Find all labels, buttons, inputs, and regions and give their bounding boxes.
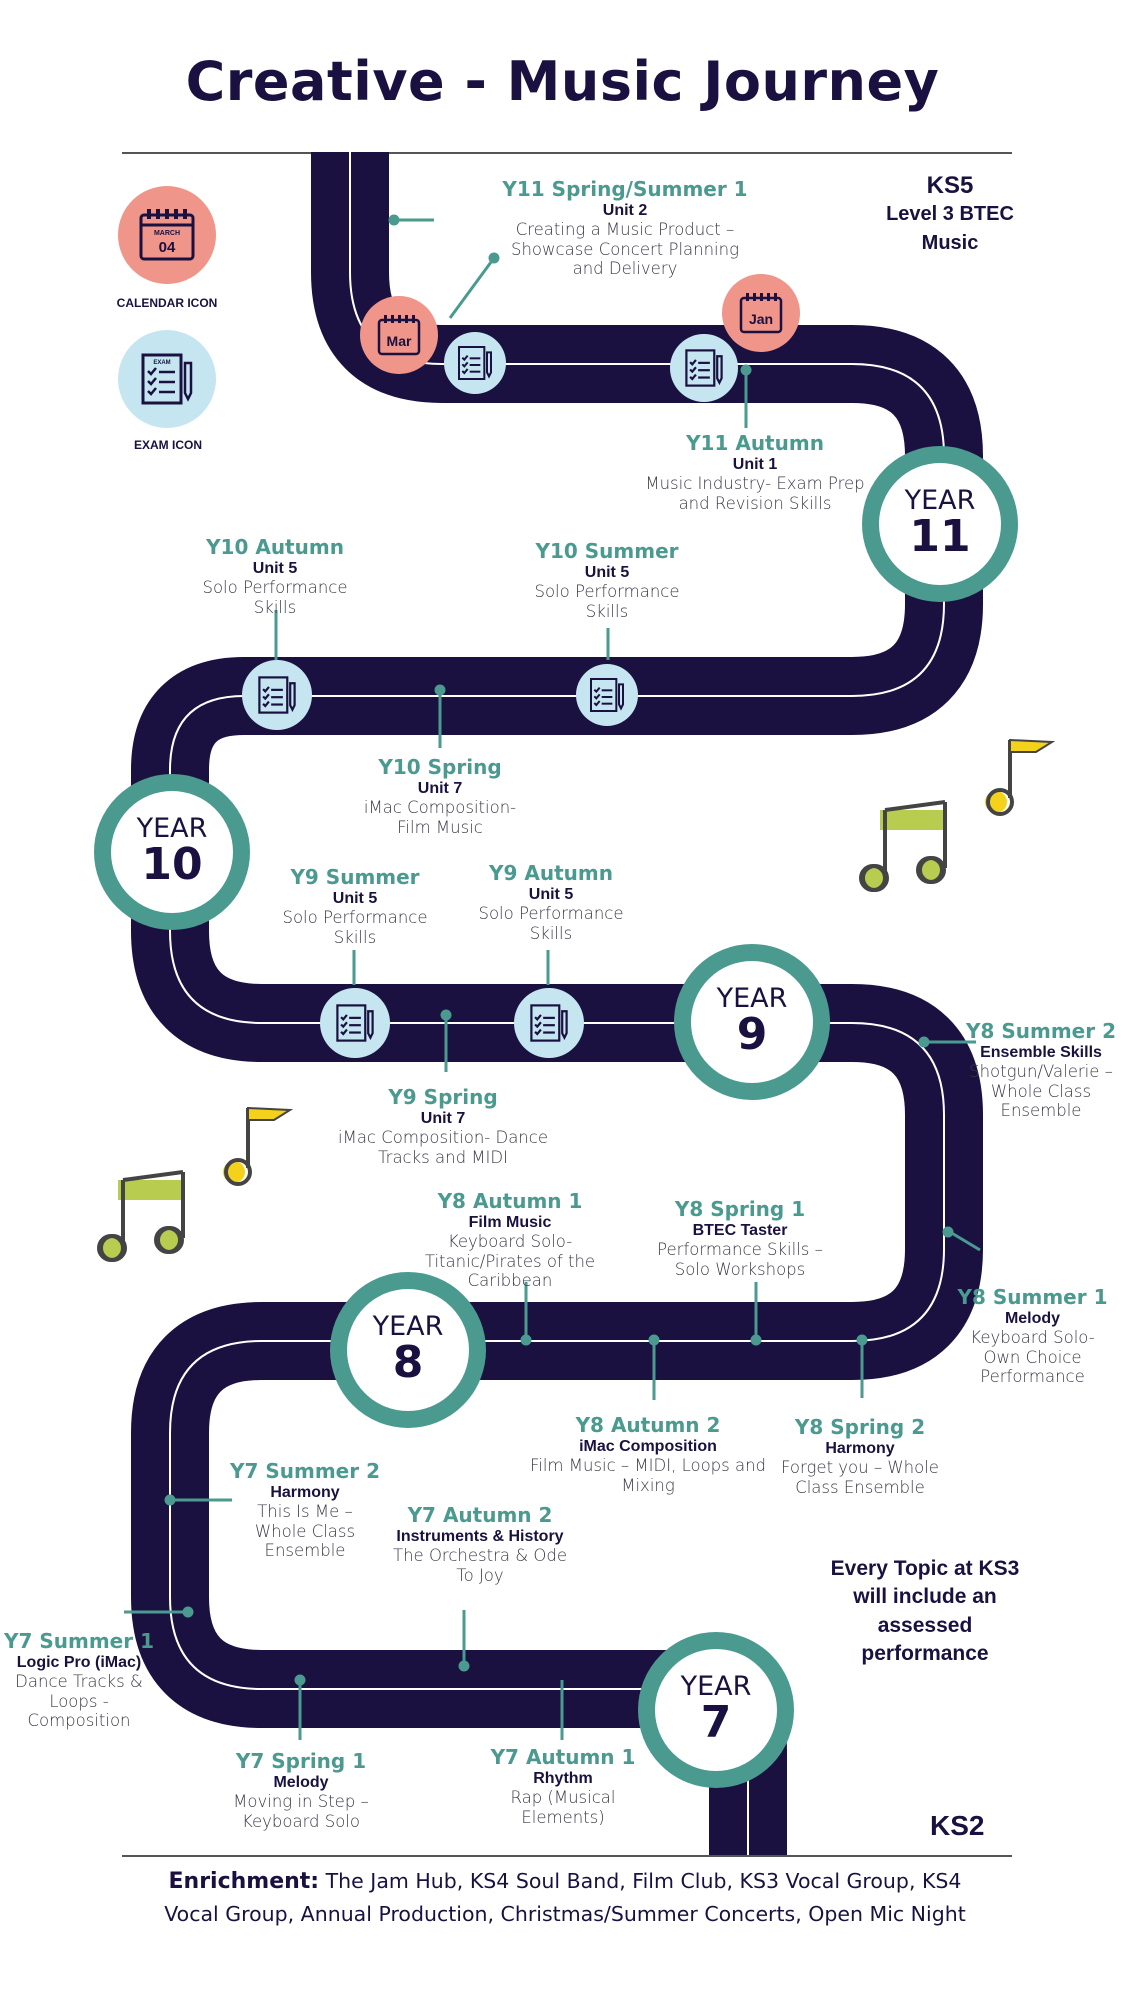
svg-text:Mar: Mar <box>387 333 412 349</box>
milestone-y10-summer: Y10 Summer Unit 5 Solo Performance Skill… <box>534 539 680 621</box>
svg-text:Jan: Jan <box>749 311 773 327</box>
milestone-y8-spring1: Y8 Spring 1 BTEC Taster Performance Skil… <box>657 1197 823 1279</box>
enrichment-text: Enrichment: The Jam Hub, KS4 Soul Band, … <box>150 1865 980 1931</box>
ks5-block: KS5 Level 3 BTEC Music <box>860 172 1040 258</box>
exam-marker <box>444 332 506 394</box>
ks5-line1: Level 3 BTEC <box>886 203 1014 225</box>
ks5-title: KS5 <box>926 172 974 199</box>
year-label: YEAR <box>716 983 788 1015</box>
milestone-y9-spring: Y9 Spring Unit 7 iMac Composition- Dance… <box>338 1085 548 1167</box>
year-number: 9 <box>736 1009 768 1061</box>
year-label: YEAR <box>136 813 208 845</box>
year-number: 11 <box>909 511 971 563</box>
exam-marker <box>242 660 312 730</box>
milestone-y7-autumn2: Y7 Autumn 2 Instruments & History The Or… <box>393 1503 567 1585</box>
milestone-y8-autumn2: Y8 Autumn 2 iMac Composition Film Music … <box>529 1413 767 1495</box>
milestone-y7-spring1: Y7 Spring 1 Melody Moving in Step – Keyb… <box>233 1749 369 1831</box>
enrichment-label: Enrichment: <box>168 1869 320 1894</box>
calendar-icon: Jan <box>739 293 783 334</box>
milestone-y10-spring: Y10 Spring Unit 7 iMac Composition- Film… <box>363 755 517 837</box>
milestone-y8-summer2: Y8 Summer 2 Ensemble Skills Shotgun/Vale… <box>966 1019 1116 1121</box>
top-divider <box>122 152 1012 154</box>
year-number: 8 <box>392 1337 424 1389</box>
exam-icon <box>530 1004 568 1042</box>
calendar-icon: MARCH 04 <box>139 209 195 261</box>
year-10-circle: YEAR 10 <box>94 774 250 930</box>
year-11-circle: YEAR 11 <box>862 446 1018 602</box>
exam-marker <box>514 988 584 1058</box>
milestone-y9-summer: Y9 Summer Unit 5 Solo Performance Skills <box>282 865 428 947</box>
ks2-label: KS2 <box>930 1810 985 1841</box>
legend-calendar-label: CALENDAR ICON <box>116 296 218 310</box>
year-9-circle: YEAR 9 <box>674 944 830 1100</box>
ks5-line2: Music <box>921 232 979 254</box>
milestone-y10-autumn: Y10 Autumn Unit 5 Solo Performance Skill… <box>202 535 348 617</box>
milestone-y7-autumn1: Y7 Autumn 1 Rhythm Rap (Musical Elements… <box>490 1745 636 1827</box>
exam-marker <box>670 334 738 402</box>
legend-calendar-icon: MARCH 04 <box>118 186 216 284</box>
svg-text:04: 04 <box>159 239 176 256</box>
year-8-circle: YEAR 8 <box>330 1272 486 1428</box>
milestone-y9-autumn: Y9 Autumn Unit 5 Solo Performance Skills <box>478 861 624 943</box>
page-title: Creative - Music Journey <box>185 50 940 113</box>
year-number: 7 <box>700 1697 732 1749</box>
milestone-y7-summer2: Y7 Summer 2 Harmony This Is Me – Whole C… <box>230 1459 380 1561</box>
exam-icon <box>258 676 296 714</box>
milestone-y8-autumn1: Y8 Autumn 1 Film Music Keyboard Solo- Ti… <box>424 1189 596 1291</box>
milestone-y8-spring2: Y8 Spring 2 Harmony Forget you – Whole C… <box>781 1415 939 1497</box>
calendar-marker-jan: Jan <box>722 274 800 352</box>
connector-lines <box>124 214 981 1740</box>
exam-icon <box>685 349 723 387</box>
year-label: YEAR <box>904 485 976 517</box>
milestone-y8-summer1: Y8 Summer 1 Melody Keyboard Solo- Own Ch… <box>957 1285 1108 1387</box>
exam-marker <box>576 664 638 726</box>
exam-icon <box>336 1004 374 1042</box>
year-label: YEAR <box>372 1311 444 1343</box>
year-number: 10 <box>141 839 203 891</box>
milestone-y7-summer1: Y7 Summer 1 Logic Pro (iMac) Dance Track… <box>4 1629 154 1731</box>
music-notes-icon <box>859 738 1056 892</box>
legend-exam-icon: EXAM <box>118 330 216 428</box>
exam-icon: EXAM <box>141 353 193 405</box>
calendar-marker-mar: Mar <box>360 296 438 374</box>
calendar-icon: Mar <box>377 315 421 356</box>
milestone-y11-spring-summer: Y11 Spring/Summer 1 Unit 2 Creating a Mu… <box>502 177 748 279</box>
bottom-divider <box>122 1855 1012 1857</box>
year-label: YEAR <box>680 1671 752 1703</box>
legend-exam-label: EXAM ICON <box>133 438 202 452</box>
svg-text:MARCH: MARCH <box>154 230 180 237</box>
exam-icon <box>590 678 624 712</box>
svg-text:EXAM: EXAM <box>153 360 170 366</box>
exam-icon <box>458 346 492 380</box>
year-7-circle: YEAR 7 <box>638 1632 794 1788</box>
music-notes-icon <box>97 1106 294 1262</box>
ks3-note: Every Topic at KS3 will include an asses… <box>830 1557 1020 1666</box>
milestone-y11-autumn: Y11 Autumn Unit 1 Music Industry- Exam P… <box>645 431 865 513</box>
enrichment-list: The Jam Hub, KS4 Soul Band, Film Club, K… <box>164 1869 966 1927</box>
exam-marker <box>320 988 390 1058</box>
